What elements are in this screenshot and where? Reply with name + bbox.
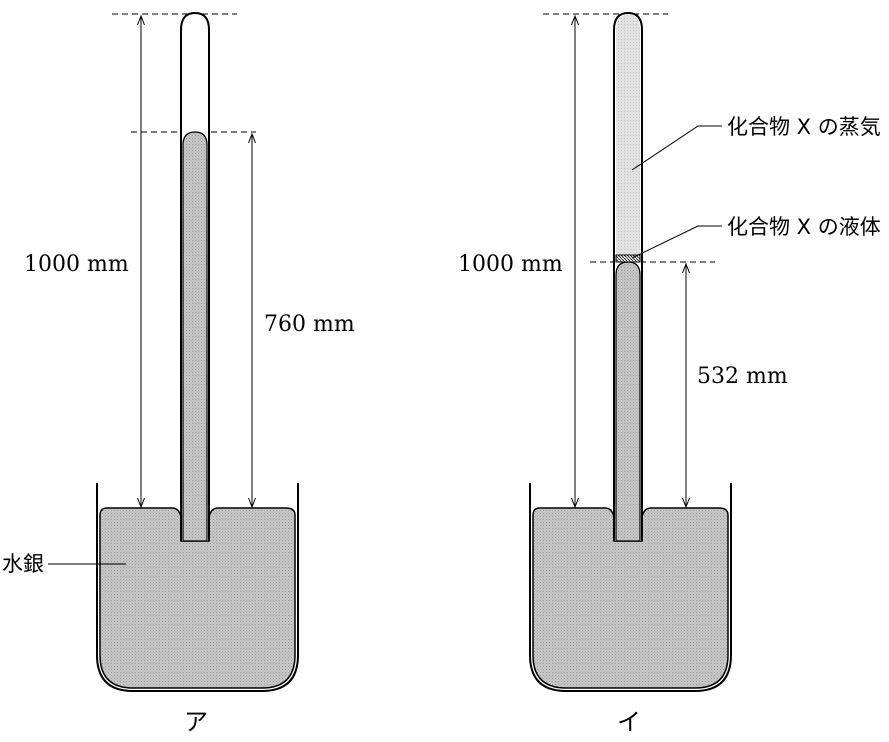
panel-b-vapor-region	[616, 15, 640, 255]
liquid-label: 化合物 X の液体	[727, 215, 881, 239]
panel-b-total-height-label: 1000 mm	[458, 252, 563, 277]
panel-b-mercury-pool	[532, 507, 729, 689]
panel-a: 1000 mm 760 mm 水銀 ア	[2, 11, 355, 736]
panel-b-caption: イ	[617, 708, 641, 736]
panel-a-mercury-column	[182, 131, 208, 542]
panel-a-caption: ア	[184, 708, 208, 736]
liquid-leader-line	[631, 225, 722, 259]
panel-b-dish	[529, 483, 732, 692]
panel-a-column-height-label: 760 mm	[264, 312, 355, 337]
vapor-label: 化合物 X の蒸気	[727, 115, 881, 139]
mercury-label: 水銀	[2, 552, 44, 576]
panel-b: 1000 mm 532 mm 化合物 X の蒸気 化合物 X の液体 イ	[458, 11, 881, 736]
panel-a-dish	[96, 483, 299, 692]
panel-a-total-height-label: 1000 mm	[24, 252, 129, 277]
panel-b-mercury-column	[615, 261, 641, 542]
panel-a-mercury-pool	[99, 507, 296, 689]
panel-b-column-height-label: 532 mm	[697, 364, 788, 389]
vapor-leader-line	[631, 125, 722, 171]
